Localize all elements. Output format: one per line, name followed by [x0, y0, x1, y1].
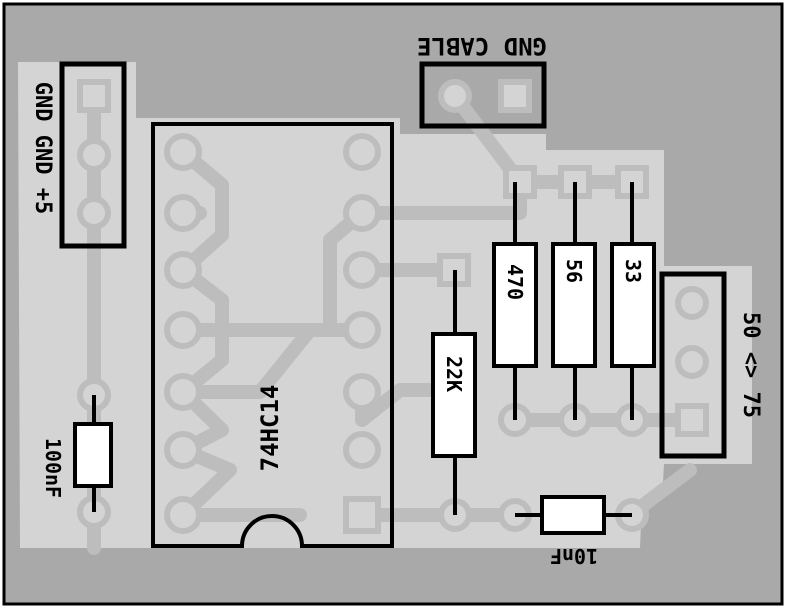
power-header	[59, 61, 127, 249]
ic-pad-13	[343, 194, 381, 232]
power-header-pin-1	[77, 79, 111, 113]
label-ic: 74HC14	[256, 385, 284, 472]
label-r22k: 22K	[442, 356, 466, 392]
ic-outline	[151, 122, 394, 548]
trace-8	[176, 443, 307, 522]
trace-5	[176, 323, 369, 399]
cable-header	[419, 61, 547, 129]
capacitor-10n	[540, 495, 606, 535]
label-cap-10n: 10nF	[550, 544, 598, 568]
ic-74hc14	[151, 122, 394, 548]
impedance-header-pin-3	[675, 403, 709, 437]
ic-pad-2	[164, 194, 202, 232]
cable-header-outline	[419, 61, 547, 129]
ic-pad-11	[343, 311, 381, 349]
cable-header-pin-1	[438, 79, 472, 113]
label-cap-100n: 100nF	[41, 438, 65, 498]
ic-pad-5	[164, 373, 202, 411]
resistor-22k	[431, 332, 477, 458]
pad-resistor-470-top	[503, 165, 537, 199]
silk-labels: GND CABLE GND GND +5 74HC14 100nF 10nF 4…	[30, 32, 763, 568]
ic-pad-8	[343, 496, 381, 534]
ic-pad-12	[343, 251, 381, 289]
ic-pad-7	[164, 496, 202, 534]
power-header-outline	[59, 61, 127, 249]
resistors	[73, 182, 656, 535]
cable-header-pin-2	[498, 79, 532, 113]
power-header-pin-2	[77, 138, 111, 172]
ic-pad-3	[164, 251, 202, 289]
ic-pads	[164, 133, 381, 534]
power-header-pin-3	[77, 196, 111, 230]
ic-pad-14	[343, 133, 381, 171]
ic-pad-1	[164, 133, 202, 171]
label-impedance: 50 <> 75	[738, 312, 763, 418]
impedance-header	[659, 271, 727, 459]
label-gnd-cable: GND CABLE	[417, 32, 547, 60]
impedance-header-pin-2	[675, 345, 709, 379]
resistor-56	[551, 242, 597, 368]
impedance-header-pin-1	[675, 286, 709, 320]
trace-9	[448, 89, 639, 189]
impedance-header-outline	[659, 271, 727, 459]
ic-pad-10	[343, 373, 381, 411]
capacitor-100n	[73, 422, 113, 488]
label-r470: 470	[503, 264, 527, 300]
resistor-33	[610, 242, 656, 368]
ic-pad-6	[164, 431, 202, 469]
resistor-470	[492, 242, 538, 368]
ic-pad-4	[164, 311, 202, 349]
label-r56: 56	[562, 259, 586, 283]
label-power-header: GND GND +5	[30, 82, 55, 214]
label-r33: 33	[621, 259, 645, 283]
ic-pad-9	[343, 431, 381, 469]
trace-2	[176, 145, 229, 457]
